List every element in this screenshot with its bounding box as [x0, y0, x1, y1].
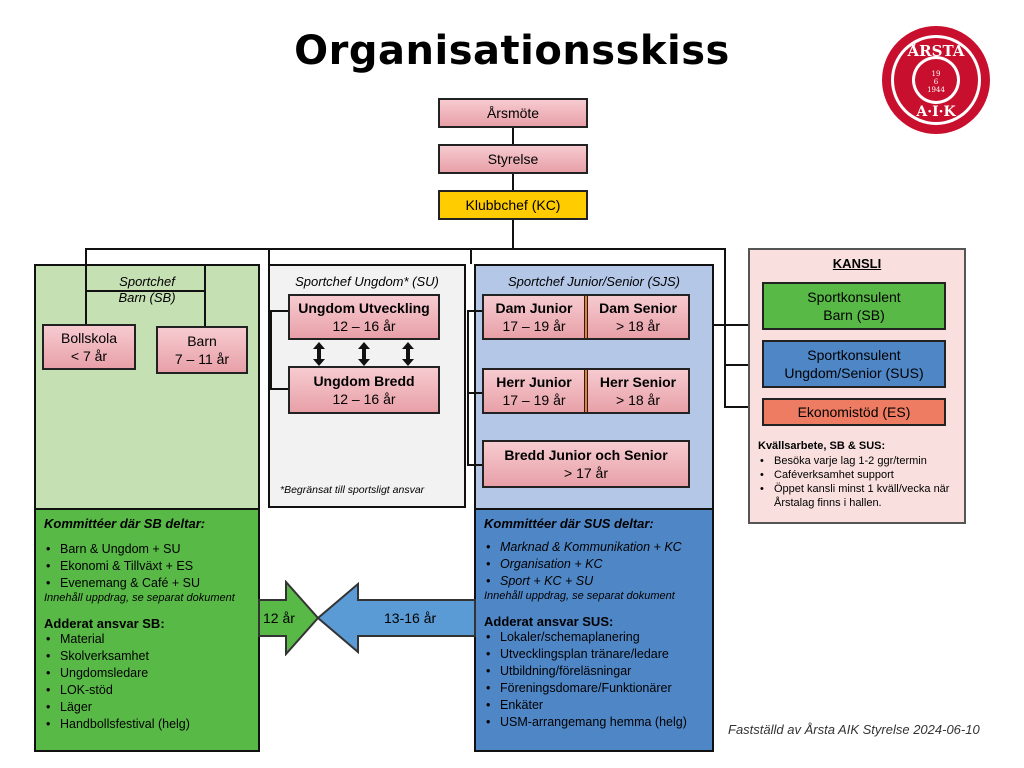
- arrow-left-icon: [316, 582, 476, 654]
- connector: [467, 310, 483, 312]
- connector: [85, 264, 87, 324]
- list-item: Föreningsdomare/Funktionärer: [484, 680, 704, 697]
- kansli-evening: Kvällsarbete, SB & SUS: Besöka varje lag…: [758, 440, 962, 510]
- connector: [204, 264, 206, 326]
- list-item: Barn & Ungdom + SU: [44, 541, 250, 558]
- connector: [85, 248, 87, 264]
- ungdom-utveckling-box: Ungdom Utveckling 12 – 16 år: [288, 294, 440, 340]
- styrelse-box: Styrelse: [438, 144, 588, 174]
- connector: [85, 248, 725, 250]
- list-item: Material: [44, 631, 250, 648]
- kansli-head: KANSLI: [832, 256, 882, 271]
- double-arrow-icon: [402, 342, 414, 366]
- list-item: USM-arrangemang hemma (helg): [484, 714, 704, 731]
- connector: [270, 310, 288, 312]
- list-item: Öppet kansli minst 1 kväll/vecka när Års…: [758, 482, 962, 510]
- divider: [585, 296, 587, 338]
- arrow-right-icon: [258, 580, 320, 656]
- arsmote-box: Årsmöte: [438, 98, 588, 128]
- barn-box: Barn 7 – 11 år: [156, 326, 248, 374]
- connector: [467, 310, 469, 466]
- list-item: LOK-stöd: [44, 682, 250, 699]
- styrelse-label: Styrelse: [487, 151, 539, 167]
- connector: [724, 406, 750, 408]
- sus-committee-title: Kommittéer där SUS deltar:: [484, 516, 654, 531]
- sb-added-title: Adderat ansvar SB:: [44, 616, 165, 631]
- connector: [270, 388, 288, 390]
- sjs-head: Sportchef Junior/Senior (SJS): [508, 274, 680, 289]
- list-item: Ungdomsledare: [44, 665, 250, 682]
- sb-committee-list: Barn & Ungdom + SU Ekonomi & Tillväxt + …: [44, 541, 250, 592]
- connector: [724, 364, 750, 366]
- double-arrow-icon: [358, 342, 370, 366]
- sb-added-list: Material Skolverksamhet Ungdomsledare LO…: [44, 631, 250, 733]
- list-item: Organisation + KC: [484, 556, 704, 573]
- kansli-evening-title: Kvällsarbete, SB & SUS:: [758, 440, 886, 452]
- connector: [85, 290, 205, 292]
- list-item: Utvecklingsplan tränare/ledare: [484, 646, 704, 663]
- connector: [467, 464, 483, 466]
- connector: [714, 324, 750, 326]
- list-item: Besöka varje lag 1-2 ggr/termin: [758, 454, 962, 468]
- sportkonsulent-sb-box: Sportkonsulent Barn (SB): [762, 282, 946, 330]
- dam-junior-box: Dam Junior 17 – 19 år: [482, 294, 586, 340]
- connector: [724, 248, 726, 408]
- su-footnote: *Begränsat till sportsligt ansvar: [280, 484, 425, 496]
- connector: [268, 248, 270, 264]
- connector: [467, 392, 483, 394]
- connector: [270, 310, 272, 390]
- list-item: Ekonomi & Tillväxt + ES: [44, 558, 250, 575]
- list-item: Utbildning/föreläsningar: [484, 663, 704, 680]
- divider: [585, 370, 587, 412]
- list-item: Läger: [44, 699, 250, 716]
- kansli-evening-list: Besöka varje lag 1-2 ggr/termin Caféverk…: [758, 454, 962, 510]
- arsmote-label: Årsmöte: [486, 105, 540, 121]
- svg-text:6: 6: [934, 78, 939, 86]
- herr-senior-box: Herr Senior > 18 år: [586, 368, 690, 414]
- list-item: Caféverksamhet support: [758, 468, 962, 482]
- sus-committees-panel: Kommittéer där SUS deltar: Marknad & Kom…: [474, 508, 714, 752]
- club-logo: 19 6 1944 ÅRSTA A·I·K: [880, 24, 992, 136]
- double-arrow-icon: [313, 342, 325, 366]
- ungdom-bredd-box: Ungdom Bredd 12 – 16 år: [288, 366, 440, 414]
- connector: [470, 248, 472, 264]
- list-item: Sport + KC + SU: [484, 573, 704, 590]
- svg-text:19: 19: [932, 70, 941, 78]
- list-item: Skolverksamhet: [44, 648, 250, 665]
- klubbchef-box: Klubbchef (KC): [438, 190, 588, 220]
- arrow-right-label: 13-16 år: [384, 610, 437, 626]
- list-item: Evenemang & Café + SU: [44, 575, 250, 592]
- connector: [512, 174, 514, 190]
- list-item: Handbollsfestival (helg): [44, 716, 250, 733]
- footer-text: Fastställd av Årsta AIK Styrelse 2024-06…: [728, 722, 980, 737]
- klubbchef-label: Klubbchef (KC): [465, 197, 561, 213]
- sb-head: Sportchef Barn (SB): [118, 274, 176, 305]
- list-item: Enkäter: [484, 697, 704, 714]
- arrow-left-label: 12 år: [263, 610, 295, 626]
- su-head: Sportchef Ungdom* (SU): [295, 274, 439, 289]
- sb-committee-title: Kommittéer där SB deltar:: [44, 516, 206, 531]
- sb-panel: Sportchef Barn (SB): [34, 264, 260, 510]
- sus-committee-list: Marknad & Kommunikation + KC Organisatio…: [484, 539, 704, 590]
- sb-committees-panel: Kommittéer där SB deltar: Barn & Ungdom …: [34, 508, 260, 752]
- sus-added-title: Adderat ansvar SUS:: [484, 614, 614, 629]
- connector: [512, 128, 514, 144]
- svg-text:A·I·K: A·I·K: [915, 104, 956, 120]
- sb-committee-note: Innehåll uppdrag, se separat dokument: [44, 592, 235, 604]
- herr-junior-box: Herr Junior 17 – 19 år: [482, 368, 586, 414]
- svg-text:ÅRSTA: ÅRSTA: [907, 42, 965, 60]
- sus-added-list: Lokaler/schemaplanering Utvecklingsplan …: [484, 629, 704, 731]
- list-item: Marknad & Kommunikation + KC: [484, 539, 704, 556]
- bollskola-box: Bollskola < 7 år: [42, 324, 136, 370]
- club-logo-icon: 19 6 1944 ÅRSTA A·I·K: [882, 26, 990, 134]
- bredd-junior-senior-box: Bredd Junior och Senior > 17 år: [482, 440, 690, 488]
- list-item: Lokaler/schemaplanering: [484, 629, 704, 646]
- connector: [512, 220, 514, 250]
- svg-text:1944: 1944: [927, 86, 945, 94]
- ekonomistod-box: Ekonomistöd (ES): [762, 398, 946, 426]
- sportkonsulent-sus-box: Sportkonsulent Ungdom/Senior (SUS): [762, 340, 946, 388]
- dam-senior-box: Dam Senior > 18 år: [586, 294, 690, 340]
- sus-committee-note: Innehåll uppdrag, se separat dokument: [484, 590, 675, 602]
- page-title: Organisationsskiss: [294, 28, 730, 74]
